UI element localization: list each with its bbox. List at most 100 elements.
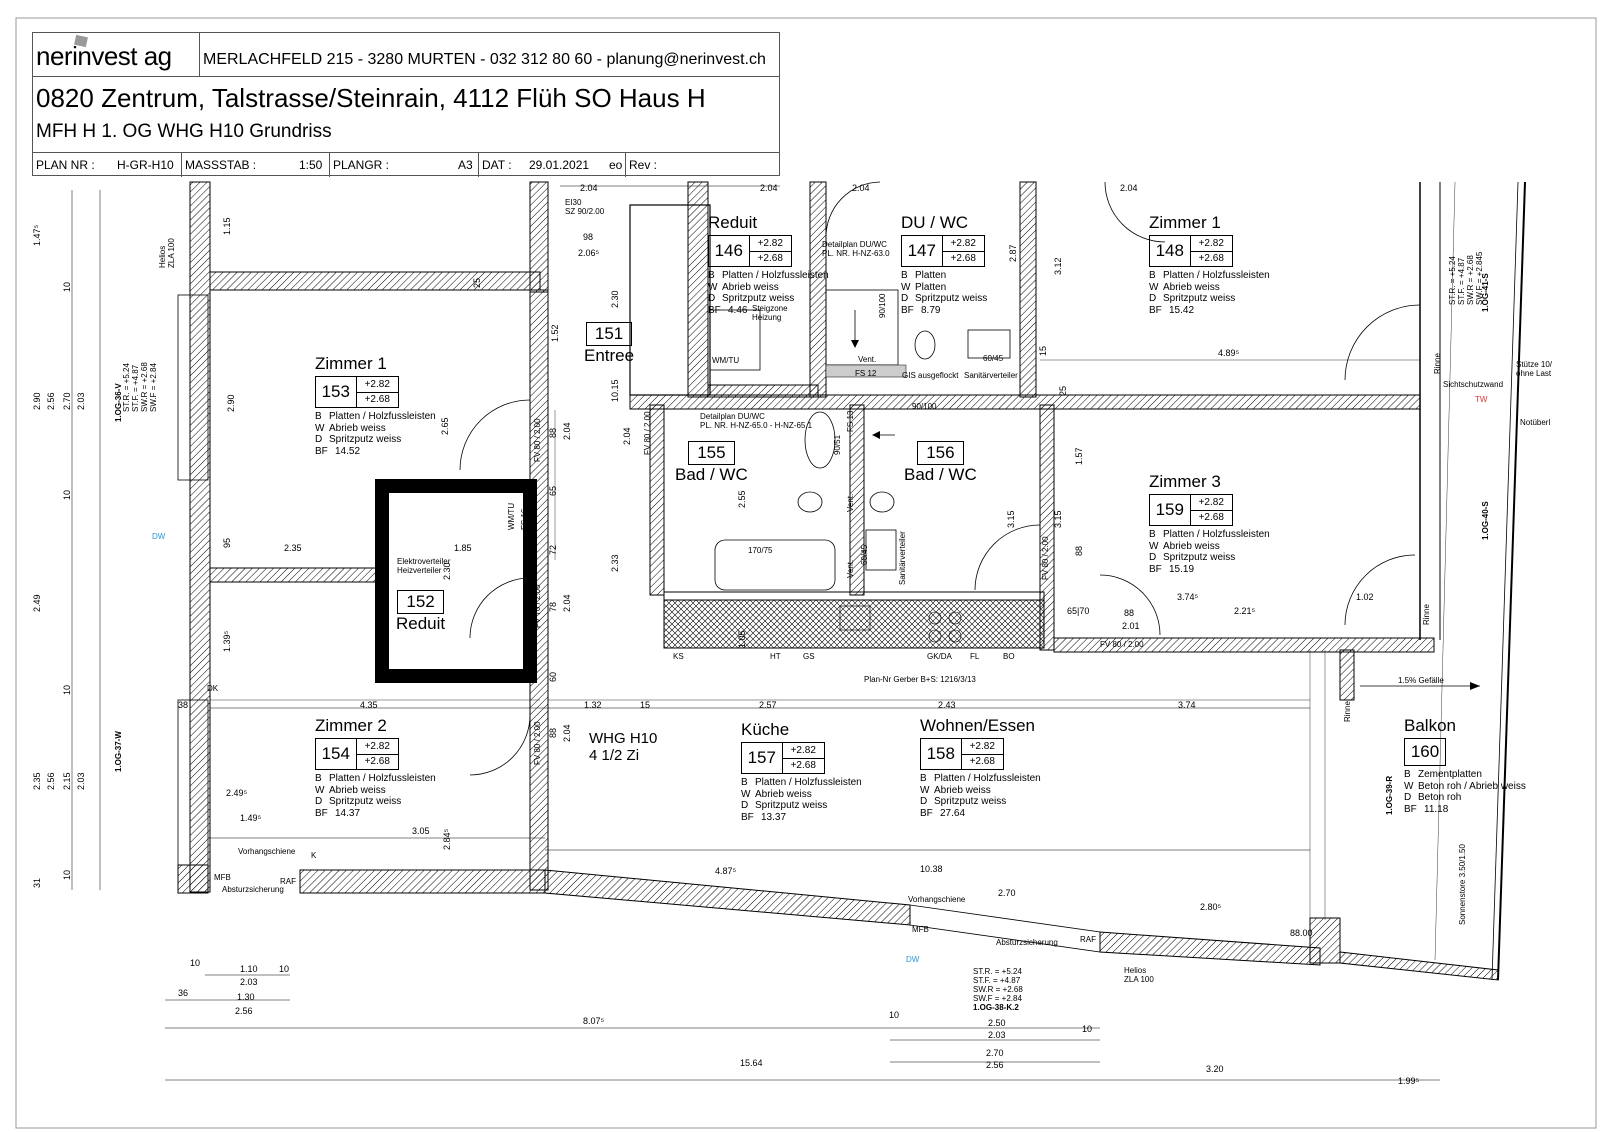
massstab: 1:50 — [299, 158, 323, 172]
dim-88: 88 — [548, 427, 558, 438]
washbasin-size: 90/51 — [833, 434, 842, 455]
floor-area: 4.46 — [728, 304, 748, 316]
project-title: 0820 Zentrum, Talstrasse/Steinrain, 4112… — [36, 83, 706, 113]
wall-exterior-left — [189, 181, 211, 893]
room-height: +2.68 — [950, 253, 976, 265]
plan-nr-label: PLAN NR : — [36, 158, 95, 172]
room-number: 152 — [397, 590, 444, 614]
door-swing-zimmer3 — [974, 524, 1041, 591]
dim-157: 1.57 — [1074, 447, 1084, 465]
wall-zimmer3-left — [1039, 404, 1055, 651]
dim-312: 3.12 — [1053, 257, 1063, 275]
gs-label: GS — [803, 652, 815, 661]
room-grid-lines — [210, 181, 1456, 961]
wmtu-box — [709, 309, 761, 371]
ceiling-finish: Beton roh — [1418, 792, 1462, 803]
dim-1995: 1.99⁵ — [1398, 1076, 1420, 1086]
washbasin-155 — [804, 411, 836, 469]
og38-note: 1.OG-38-K.2 — [973, 1003, 1019, 1012]
fv80-note-5: FV 80 / 2.00 — [1100, 640, 1144, 649]
dim-65: 65 — [548, 485, 558, 496]
toilet-155 — [797, 491, 823, 513]
fv80-note: FV 80 / 2.00 — [533, 418, 542, 462]
door-swing-zimmer2 — [469, 714, 531, 776]
door-swing-reduit — [469, 577, 531, 639]
dim-1395: 1.39⁵ — [222, 630, 232, 652]
raf-note: RAF — [280, 877, 296, 886]
absturz-note-2: Absturzsicherung — [996, 938, 1058, 947]
wall-finish: Abrieb weiss — [1163, 281, 1220, 293]
dim-1564: 15.64 — [740, 1058, 763, 1068]
dim-230b: 2.30 — [442, 562, 452, 580]
dim-top-1: 2.04 — [580, 183, 598, 193]
floor-area: 8.79 — [921, 304, 941, 316]
kitchen-counter — [663, 599, 1045, 649]
wall-exterior-bottom-2 — [544, 869, 911, 926]
bathtub — [714, 539, 836, 591]
dim-256: 2.56 — [235, 1006, 253, 1016]
dim-201: 2.01 — [1122, 621, 1140, 631]
dim-left-10b: 10 — [62, 489, 72, 500]
dim-left-1475: 1.47⁵ — [32, 224, 42, 246]
og40-note: 1.OG-40-S — [1481, 501, 1490, 540]
company-logo: nerinvest ag — [36, 41, 172, 71]
room-box: 146+2.82+2.68 — [708, 235, 792, 267]
dim-374: 3.74 — [1178, 700, 1196, 710]
dim-102: 1.02 — [1356, 592, 1374, 602]
ks-label: KS — [673, 652, 684, 661]
floor-area: 13.37 — [761, 811, 787, 823]
room-156: 156 Bad / WC — [904, 441, 977, 485]
ht-label: HT — [770, 652, 781, 661]
door-swing-zimmer-148 — [1104, 181, 1166, 243]
dk-label: DK — [207, 684, 219, 693]
dim-305: 3.05 — [412, 826, 430, 836]
door-swing-right-top — [1344, 304, 1421, 381]
title-divider-v4 — [478, 152, 479, 177]
room-name: Küche — [741, 720, 790, 739]
room-name: Zimmer 1 — [1149, 213, 1221, 232]
dim-left-256: 2.56 — [46, 392, 56, 410]
unit-name: WHG H10 — [589, 730, 658, 747]
wall-exterior-bottom-1 — [299, 869, 546, 894]
plan-nr: H-GR-H10 — [117, 158, 174, 172]
title-divider-h2 — [33, 152, 779, 153]
dim-3745: 3.74⁵ — [1177, 592, 1199, 602]
sanitaer-note: Sanitärverteiler — [964, 371, 1018, 380]
dim-256b: 2.56 — [986, 1060, 1004, 1070]
dim-38: 38 — [178, 700, 189, 710]
dim-left-31: 31 — [32, 877, 42, 888]
ceiling-height: +2.82 — [749, 236, 791, 252]
toilet-147 — [914, 330, 936, 360]
room-box: 158+2.82+2.68 — [920, 738, 1004, 770]
dim-250: 2.50 — [988, 1018, 1006, 1028]
fs13-note: FS 13 — [846, 410, 855, 432]
room-number: 153 — [316, 377, 357, 407]
room-height: +2.68 — [1198, 253, 1224, 265]
room-number: 155 — [688, 441, 735, 465]
vent-note-3: Vent. — [846, 559, 855, 578]
wall-column-right — [1309, 917, 1341, 964]
fs16-note: FS 16 — [520, 508, 529, 530]
dim-105: 1.05 — [737, 630, 747, 648]
room-number: 160 — [1410, 742, 1440, 761]
wall-zimmer-divider — [209, 567, 383, 583]
washbasin-147 — [967, 329, 1011, 359]
dim-204h: 2.04 — [562, 724, 572, 742]
room-name: Zimmer 1 — [315, 354, 387, 373]
dim-315b: 3.15 — [1053, 510, 1063, 528]
room-name: Entree — [584, 346, 635, 365]
dimension-lines — [71, 185, 1440, 1081]
room-name: Reduit — [396, 614, 446, 633]
unit-label: WHG H10 4 1/2 Zi — [589, 730, 657, 764]
dim-265: 2.65 — [440, 417, 450, 435]
ceiling-finish: Spritzputz weiss — [329, 796, 402, 807]
